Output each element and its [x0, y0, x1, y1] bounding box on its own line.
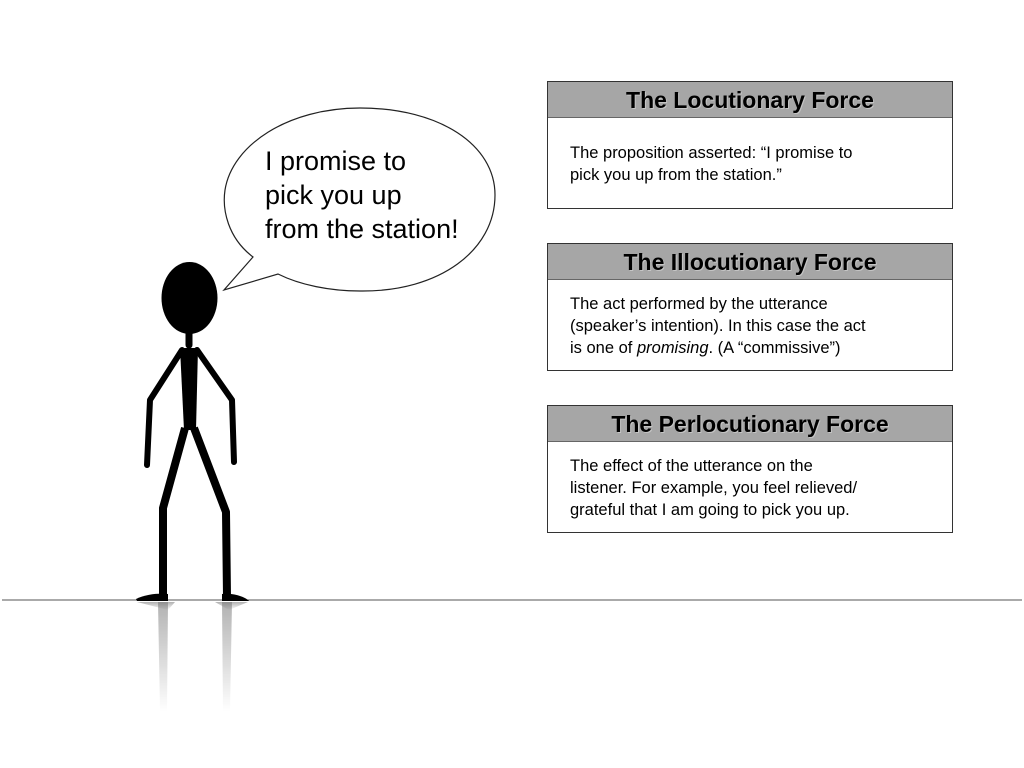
bubble-line-3: from the station!	[265, 214, 459, 244]
description-line: The act performed by the utterance	[570, 295, 828, 313]
locutionary-force-description: The proposition asserted: “I promise to …	[548, 118, 952, 186]
perlocutionary-force-title: The Perlocutionary Force	[548, 406, 952, 442]
description-line: listener. For example, you feel relieved…	[570, 479, 858, 497]
figure-reflection	[137, 602, 248, 712]
bubble-line-1: I promise to	[265, 146, 407, 176]
speech-bubble-icon	[222, 107, 496, 292]
description-line: is one of promising. (A “commissive”)	[570, 337, 932, 359]
description-prefix: is one of	[570, 339, 637, 357]
description-line: The effect of the utterance on the	[570, 457, 813, 475]
description-line: (speaker’s intention). In this case the …	[570, 317, 866, 335]
illocutionary-force-title: The Illocutionary Force	[548, 244, 952, 280]
locutionary-force-box: The Locutionary Force The proposition as…	[547, 81, 953, 209]
description-line: The proposition asserted: “I promise to	[570, 144, 853, 162]
description-suffix: . (A “commissive”)	[708, 339, 841, 357]
illocutionary-force-description: The act performed by the utterance (spea…	[548, 280, 952, 359]
speech-bubble-text: I promise to pick you up from the statio…	[265, 144, 485, 246]
description-line: grateful that I am going to pick you up.	[570, 501, 850, 519]
bubble-line-2: pick you up	[265, 180, 402, 210]
perlocutionary-force-description: The effect of the utterance on the liste…	[548, 442, 952, 521]
perlocutionary-force-box: The Perlocutionary Force The effect of t…	[547, 405, 953, 533]
figure-head	[161, 262, 218, 334]
illocutionary-force-box: The Illocutionary Force The act performe…	[547, 243, 953, 371]
stick-figure-icon	[136, 262, 249, 601]
emphasis-promising: promising	[636, 339, 709, 357]
description-line: pick you up from the station.”	[570, 166, 782, 184]
locutionary-force-title: The Locutionary Force	[548, 82, 952, 118]
